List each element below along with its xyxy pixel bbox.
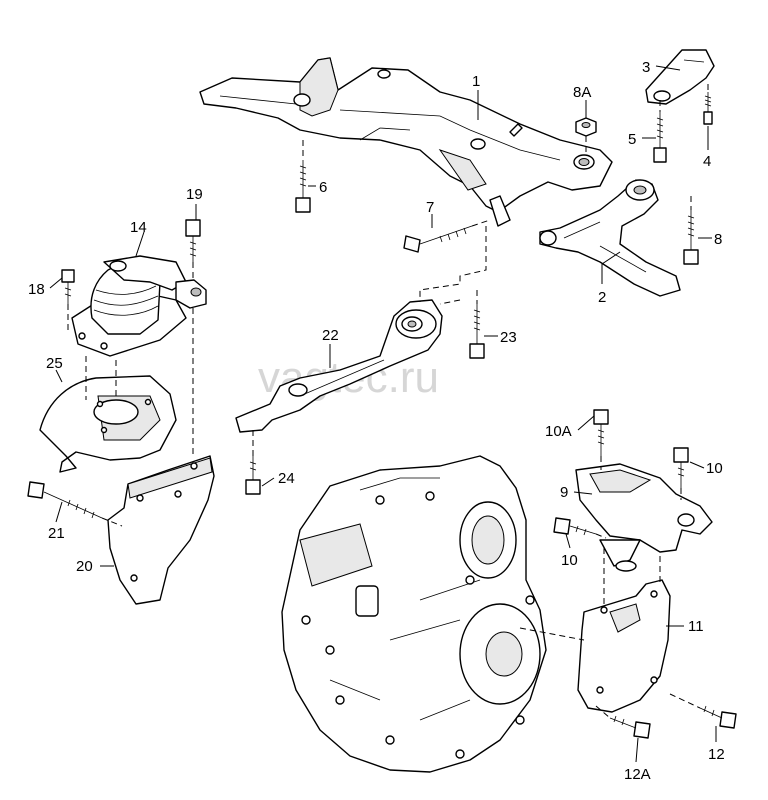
callout-8a: 8A — [573, 84, 591, 101]
callout-10-right: 10 — [706, 460, 723, 477]
callout-1: 1 — [472, 73, 480, 90]
callout-19: 19 — [186, 186, 203, 203]
callout-4: 4 — [703, 153, 711, 170]
control-arm-part — [539, 179, 681, 297]
engine-mount-part — [71, 255, 207, 357]
callout-21: 21 — [48, 525, 65, 542]
gearbox-bracket-part — [577, 579, 671, 713]
callout-2: 2 — [598, 289, 606, 306]
callout-10-lower: 10 — [561, 552, 578, 569]
callout-20: 20 — [76, 558, 93, 575]
shield-plate-part — [39, 375, 177, 473]
bolt-23 — [469, 304, 485, 359]
callout-5: 5 — [628, 131, 636, 148]
bolt-18 — [61, 269, 75, 304]
gearbox-housing — [281, 455, 547, 773]
engine-bracket-part — [107, 455, 215, 605]
bolt-8 — [683, 210, 699, 265]
bracket-part-3 — [645, 49, 715, 105]
bolt-5 — [653, 112, 667, 163]
callout-3: 3 — [642, 59, 650, 76]
callout-12: 12 — [708, 746, 725, 763]
bolt-19 — [185, 219, 201, 262]
bolt-21 — [27, 481, 103, 519]
callout-22: 22 — [322, 327, 339, 344]
callout-7: 7 — [426, 199, 434, 216]
callout-6: 6 — [319, 179, 327, 196]
assembly-lines — [67, 84, 709, 719]
bolt-6 — [295, 160, 311, 213]
callout-10a: 10A — [545, 423, 572, 440]
bolt-12a — [609, 715, 651, 739]
callout-labels: 1 2 3 4 5 6 7 8 8A 9 10A 10 10 11 12 12A… — [28, 59, 725, 783]
bolt-10-right — [673, 447, 689, 488]
leader-lines — [49, 65, 717, 763]
nut-8a — [575, 117, 597, 137]
bolts — [27, 92, 737, 739]
callout-11: 11 — [688, 618, 704, 635]
bolt-4 — [703, 92, 713, 125]
transmission-mount-part — [575, 463, 713, 572]
callout-12a: 12A — [624, 766, 651, 783]
bolt-10a — [593, 409, 609, 456]
bolt-10-lower — [553, 517, 597, 536]
bolt-24 — [245, 456, 261, 495]
callout-18: 18 — [28, 281, 45, 298]
callout-9: 9 — [560, 484, 568, 501]
callout-14: 14 — [130, 219, 147, 236]
torque-rod-part — [235, 299, 443, 433]
callout-25: 25 — [46, 355, 63, 372]
callout-23: 23 — [500, 329, 517, 346]
bolt-12 — [699, 705, 737, 729]
callout-8: 8 — [714, 231, 722, 248]
callout-24: 24 — [278, 470, 295, 487]
bolt-7 — [403, 225, 473, 253]
subframe-part — [199, 57, 613, 227]
